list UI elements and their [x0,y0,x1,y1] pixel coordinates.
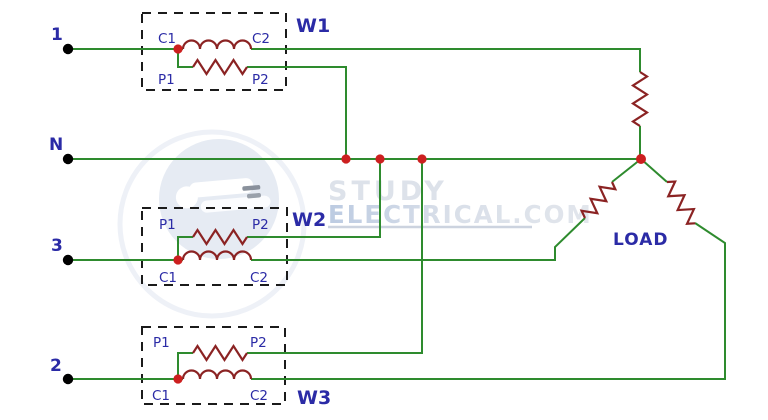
star-point-dot [636,154,646,164]
w1-name-label: W1 [296,15,330,37]
w2-p2-label: P2 [252,217,269,233]
w3-current-coil-symbol [181,369,253,381]
watermark-halo-ring [117,129,307,319]
w3-pressure-lead-p1 [177,352,193,379]
labels: 1 N 3 2 W1 C1 C2 P1 P2 W2 P1 P2 C1 C2 W3… [49,15,669,409]
w3-p2-label: P2 [250,335,267,351]
w1-c1-junction-dot [173,44,183,54]
w1-current-coil-symbol [181,39,253,51]
w3-p1-label: P1 [153,335,170,351]
terminal-1-label: 1 [51,25,63,45]
terminal-2-label: 2 [50,356,62,376]
w2-pressure-lead-p1 [177,236,193,260]
w3-c1-junction-dot [173,374,183,384]
terminal-n-label: N [49,135,63,155]
w2-c1-label: C1 [159,270,177,286]
junctions [62,43,646,385]
w3-name-label: W3 [297,387,331,409]
w3-c2-label: C2 [250,388,268,404]
load-label: LOAD [613,230,669,250]
w2-p1-label: P1 [159,217,176,233]
watermark-logo-wrench-icon [175,178,271,213]
star-branch-left-wire [611,158,642,183]
w1-pressure-lead-p2 [247,66,347,159]
w3-pressure-resistor-symbol [191,344,249,362]
terminal-3-dot [62,254,74,266]
w1-pressure-resistor-symbol [191,58,249,76]
wattmeter-w3-box [141,326,286,405]
watermark-logo-circle [159,139,279,259]
phase-1-wire-right [251,48,641,72]
w2-c2-label: C2 [250,270,268,286]
terminal-n-dot [62,153,74,165]
neutral-junction-dot-2 [375,154,385,164]
terminal-3-label: 3 [51,236,63,256]
w3-c1-label: C1 [152,388,170,404]
terminal-2-dot [62,373,74,385]
watermark: STUDY ELECTRICAL.COM [117,129,593,319]
wattmeter-w2-box [141,207,288,286]
w1-c1-label: C1 [158,31,176,47]
w1-pressure-lead-p1 [177,49,193,68]
w3-pressure-lead-p2 [247,159,423,354]
w2-c1-junction-dot [173,255,183,265]
w2-name-label: W2 [292,209,326,231]
neutral-junction-dot-3 [417,154,427,164]
watermark-title: STUDY [328,176,448,207]
load-resistor-phase2-symbol [660,176,703,229]
w1-p2-label: P2 [252,72,269,88]
star-branch-right-wire [640,158,668,183]
w1-c2-label: C2 [252,31,270,47]
phase-2-wire-right [251,222,726,380]
wiring [68,48,726,380]
w2-pressure-lead-p2 [247,159,381,238]
neutral-junction-dot-1 [341,154,351,164]
wattmeter-w1-box [141,12,287,91]
watermark-domain: ELECTRICAL.COM [328,200,593,229]
w1-p1-label: P1 [158,72,175,88]
phase-3-wire-right [251,217,586,261]
load-resistor-phase1-symbol [631,70,649,128]
terminal-1-dot [62,43,74,55]
